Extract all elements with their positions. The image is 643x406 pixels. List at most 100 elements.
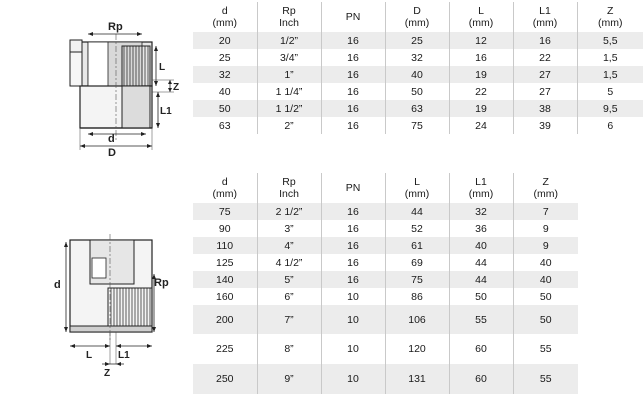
table-cell: 25 bbox=[193, 49, 258, 66]
table-cell: 90 bbox=[193, 220, 258, 237]
table-cell: 22 bbox=[449, 83, 514, 100]
table-cell: 40 bbox=[449, 237, 514, 254]
table-cell: 16 bbox=[513, 32, 578, 49]
table-cell: 40 bbox=[513, 271, 578, 288]
column-header-unit: Inch bbox=[279, 188, 299, 200]
table-cell: 20 bbox=[193, 32, 258, 49]
column-header-unit: (mm) bbox=[468, 188, 494, 200]
table-cell: 8” bbox=[257, 334, 322, 364]
table-cell: 25 bbox=[385, 32, 450, 49]
table-cell: 3” bbox=[257, 220, 322, 237]
table-cell: 39 bbox=[513, 117, 578, 134]
column-header-label: d bbox=[221, 5, 228, 17]
column-header-unit: (mm) bbox=[598, 17, 623, 29]
table-cell: 1 1/4” bbox=[257, 83, 322, 100]
table-cell: 200 bbox=[193, 305, 258, 334]
table-cell: 16 bbox=[321, 32, 386, 49]
column-header: Z(mm) bbox=[513, 173, 578, 203]
table-cell: 50 bbox=[513, 288, 578, 305]
column-header-unit: Inch bbox=[279, 17, 299, 29]
column-header-label: D bbox=[413, 5, 421, 17]
column-header-label: Rp bbox=[282, 5, 296, 17]
column-header-unit: (mm) bbox=[212, 188, 238, 200]
column-header-label: L bbox=[478, 5, 484, 17]
table-cell: 5” bbox=[257, 271, 322, 288]
table-cell: 40 bbox=[513, 254, 578, 271]
table-cell: 75 bbox=[385, 271, 450, 288]
table-cell: 44 bbox=[385, 203, 450, 220]
d-outer-dimension-label: D bbox=[108, 147, 116, 159]
table-cell: 16 bbox=[321, 117, 386, 134]
column-header: L1(mm) bbox=[513, 2, 578, 32]
table-cell: 16 bbox=[321, 220, 386, 237]
table-cell: 10 bbox=[321, 334, 386, 364]
table-cell: 38 bbox=[513, 100, 578, 117]
table-cell: 250 bbox=[193, 364, 258, 394]
table-cell: 16 bbox=[321, 271, 386, 288]
column-header-unit: (mm) bbox=[404, 188, 430, 200]
table-cell: 16 bbox=[449, 49, 514, 66]
table-cell: 69 bbox=[385, 254, 450, 271]
table-cell: 6 bbox=[577, 117, 643, 134]
d-dimension-label: d bbox=[54, 279, 61, 291]
table-cell: 16 bbox=[321, 254, 386, 271]
table-cell: 9 bbox=[513, 237, 578, 254]
fitting-body-upper bbox=[69, 39, 153, 87]
table-cell: 140 bbox=[193, 271, 258, 288]
table-cell: 27 bbox=[513, 83, 578, 100]
table-cell: 1,5 bbox=[577, 66, 643, 83]
column-header: D(mm) bbox=[385, 2, 450, 32]
table-cell: 225 bbox=[193, 334, 258, 364]
table-cell: 120 bbox=[385, 334, 450, 364]
table-cell: 32 bbox=[449, 203, 514, 220]
column-header-label: L1 bbox=[475, 176, 487, 188]
table-cell: 1/2” bbox=[257, 32, 322, 49]
table-cell: 19 bbox=[449, 66, 514, 83]
table-cell: 55 bbox=[513, 364, 578, 394]
l1-dimension-label: L1 bbox=[118, 350, 130, 361]
table-cell: 61 bbox=[385, 237, 450, 254]
table-cell: 9,5 bbox=[577, 100, 643, 117]
column-header-label: Z bbox=[607, 5, 614, 17]
table-cell: 7 bbox=[513, 203, 578, 220]
table-cell: 160 bbox=[193, 288, 258, 305]
table-cell: 40 bbox=[193, 83, 258, 100]
table-cell: 27 bbox=[513, 66, 578, 83]
table-cell: 16 bbox=[321, 83, 386, 100]
table-cell: 16 bbox=[321, 49, 386, 66]
l-dimension-label: L bbox=[159, 62, 165, 73]
column-header-label: Z bbox=[542, 176, 549, 188]
column-header-unit: (mm) bbox=[532, 17, 558, 29]
table-cell: 75 bbox=[193, 203, 258, 220]
table-cell: 55 bbox=[449, 305, 514, 334]
column-header: PN bbox=[321, 2, 386, 32]
table-cell: 24 bbox=[449, 117, 514, 134]
rp-dimension-label: Rp bbox=[154, 277, 169, 289]
table-cell: 44 bbox=[449, 254, 514, 271]
table-cell: 32 bbox=[193, 66, 258, 83]
column-header-label: L bbox=[414, 176, 420, 188]
z-dimension-label: Z bbox=[173, 82, 179, 93]
table-cell: 52 bbox=[385, 220, 450, 237]
table-cell: 9” bbox=[257, 364, 322, 394]
fitting-drawing-2: d Rp L L1 Z bbox=[50, 234, 185, 384]
table-cell: 125 bbox=[193, 254, 258, 271]
